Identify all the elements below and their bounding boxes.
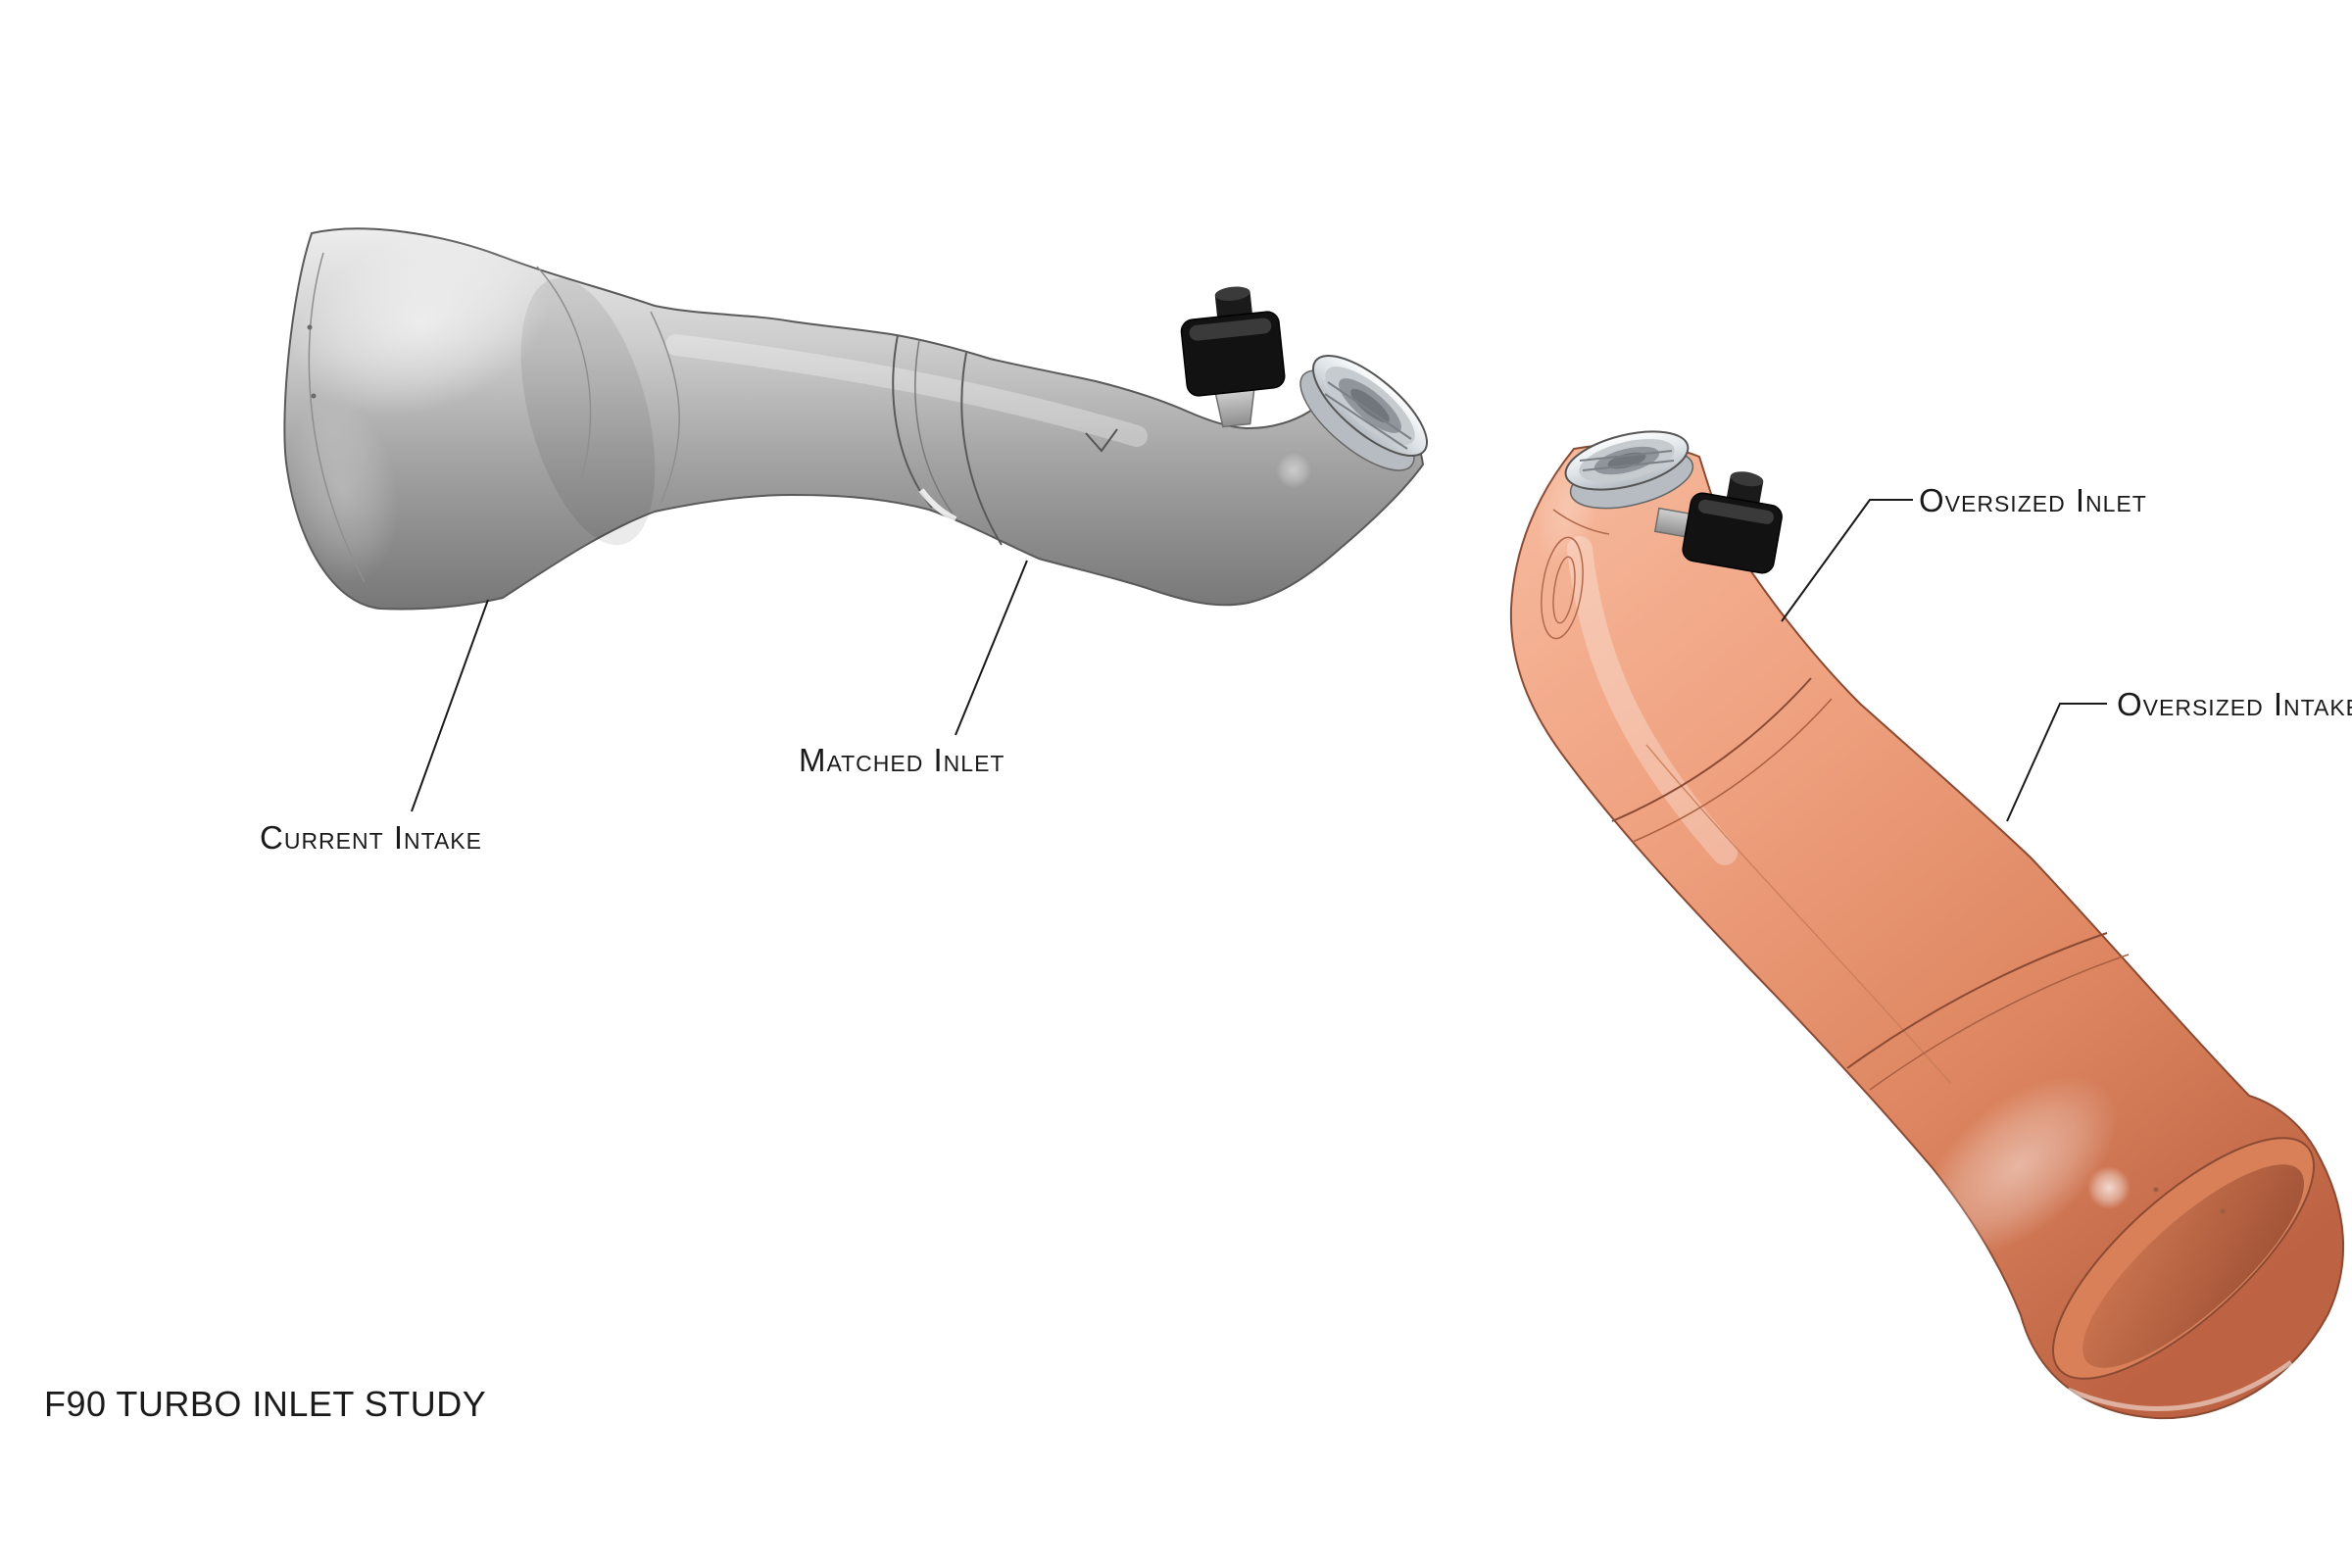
neck-contour-line [650,311,680,505]
oversized-intake-part [1509,430,2345,1420]
clamp-slot [1324,393,1408,450]
drawing-title: F90 TURBO INLET STUDY [44,1384,487,1424]
oversized-intake-body [1509,443,2345,1420]
surface-dot [2153,1187,2159,1193]
current-intake-part [283,227,1429,611]
outlet-highlight [1276,453,1311,488]
bead-ring-highlight [918,488,957,522]
surface-dot [2220,1208,2226,1214]
bead-ring-line [1846,932,2108,1069]
bead-ring-line [960,352,1003,546]
rim-highlight [2067,1359,2293,1411]
tube-highlight [665,334,1148,447]
leader-matched-inlet [955,560,1028,736]
elbow-detail-inner [1552,556,1576,624]
sensor-nipple-top [1730,471,1764,487]
clamp-bore-center [1607,452,1646,469]
bell-highlight-low [287,397,399,583]
bead-ring-line [1611,677,1812,822]
elbow-detail [1541,536,1584,640]
inlet-clamp [1564,430,1694,510]
tube-seam-line [1645,744,1951,1084]
sensor-cap-sheen [1697,499,1774,524]
sensor-nipple-top [1214,286,1250,301]
leader-lines [411,499,2107,822]
sensor-cap-sheen [1189,318,1272,341]
label-matched-inlet: Matched Inlet [799,742,1005,778]
tube-highlight [1567,536,1738,865]
neck-seam-line [1552,509,1610,535]
bead-ring-line [1869,954,2130,1091]
clamp-slot [1579,450,1673,462]
surface-dot [307,324,313,330]
surface-dot [311,393,317,399]
clamp-slot [1327,381,1412,440]
clamp-bore-center [1350,388,1390,423]
label-current-intake: Current Intake [260,819,482,856]
bell-highlight [1919,1075,2119,1257]
bead-ring-line [892,334,933,509]
leader-oversized-inlet [1781,499,1913,622]
bead-ring-line [914,339,954,514]
bell-bore [2082,1164,2304,1368]
bead-ring-line [1632,698,1833,843]
bell-highlight-spot [2087,1166,2131,1209]
sensor-port [1653,471,1783,574]
bell-rim-line [308,252,366,583]
bell-seam-line [536,266,592,496]
sensor-port [1180,286,1286,428]
v-marking [1085,428,1118,453]
clamp-slot [1582,460,1675,471]
leader-current-intake [411,599,489,812]
leader-oversized-intake [2006,703,2107,822]
bell-shadow [520,277,656,546]
label-oversized-inlet: Oversized Inlet [1919,482,2147,518]
bell-highlight [292,231,551,416]
label-oversized-intake: Oversized Intake [2117,686,2352,722]
outlet-clamp [1299,354,1429,471]
current-intake-body [283,227,1425,611]
